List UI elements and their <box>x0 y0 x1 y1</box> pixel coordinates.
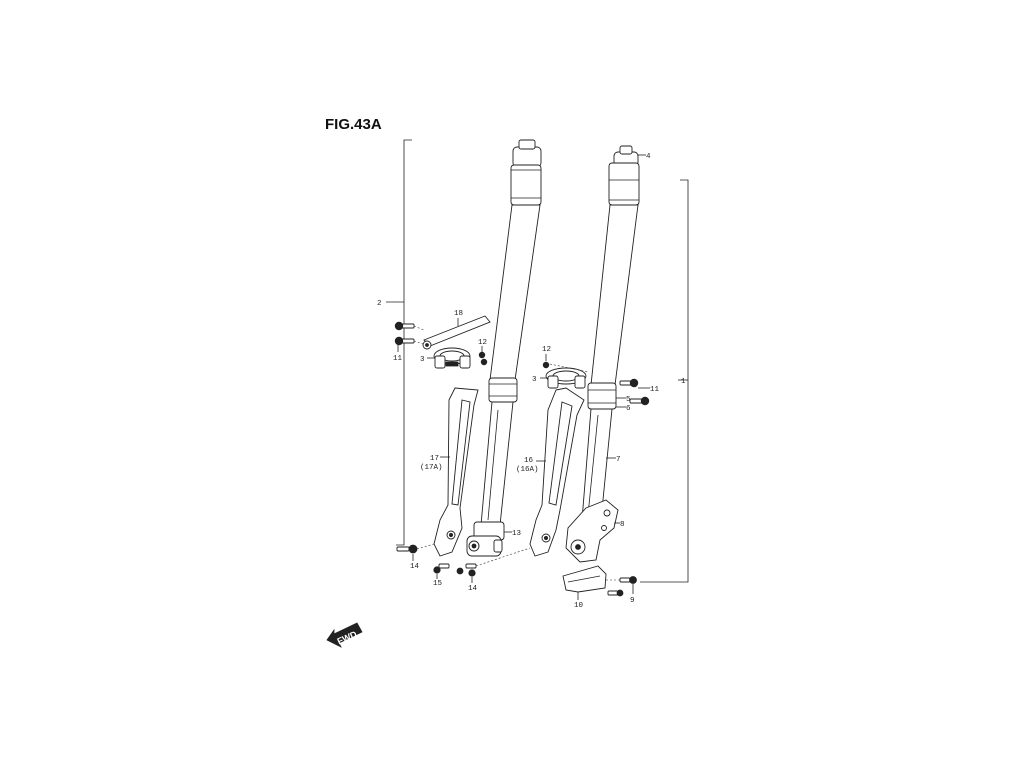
callout-16a: (16A) <box>516 466 539 474</box>
bolt-14-left <box>396 544 418 554</box>
nut-12-left <box>478 351 488 366</box>
callout-3-right: 3 <box>532 376 537 384</box>
bolt-11-right <box>619 378 650 406</box>
callout-3-left: 3 <box>420 356 425 364</box>
callout-13: 13 <box>512 530 522 538</box>
nut-12-right <box>542 361 550 369</box>
callout-17a: (17A) <box>420 464 443 472</box>
callout-9: 9 <box>630 597 635 605</box>
right-lower-leg <box>565 499 619 563</box>
assembly-bracket-right <box>640 179 689 583</box>
brake-guard <box>562 565 607 593</box>
fwd-arrow-icon: FWD <box>326 622 363 648</box>
right-fork-tube <box>581 145 640 521</box>
callout-1: 1 <box>681 378 686 386</box>
callout-6: 6 <box>626 405 631 413</box>
bolt-15 <box>433 563 450 574</box>
callout-7: 7 <box>616 456 621 464</box>
right-clamp <box>545 367 587 389</box>
right-fork-guard <box>529 387 585 557</box>
brake-hose-clip <box>422 315 491 350</box>
bolt-11-left <box>394 321 415 346</box>
left-axle-clamp <box>466 521 505 557</box>
callout-17: 17 <box>430 455 439 463</box>
left-fork-tube <box>480 139 542 526</box>
callout-2: 2 <box>377 300 382 308</box>
callout-5: 5 <box>626 396 631 404</box>
left-fork-guard <box>433 387 479 557</box>
callout-18: 18 <box>454 310 463 318</box>
left-clamp <box>433 347 471 369</box>
callout-12-left: 12 <box>478 339 487 347</box>
callout-8: 8 <box>620 521 625 529</box>
callout-10: 10 <box>574 602 584 610</box>
callout-16: 16 <box>524 457 534 465</box>
figure-title: FIG.43A <box>325 116 382 133</box>
callout-12-right: 12 <box>542 346 551 354</box>
callout-11-left: 11 <box>393 355 403 363</box>
callout-14-left: 14 <box>410 563 420 571</box>
bolt-14-center <box>456 563 477 577</box>
callout-15: 15 <box>433 580 443 588</box>
callout-14-center: 14 <box>468 585 478 593</box>
bolt-9 <box>607 576 637 597</box>
callout-4: 4 <box>646 153 651 161</box>
callout-11-right: 11 <box>650 386 660 394</box>
